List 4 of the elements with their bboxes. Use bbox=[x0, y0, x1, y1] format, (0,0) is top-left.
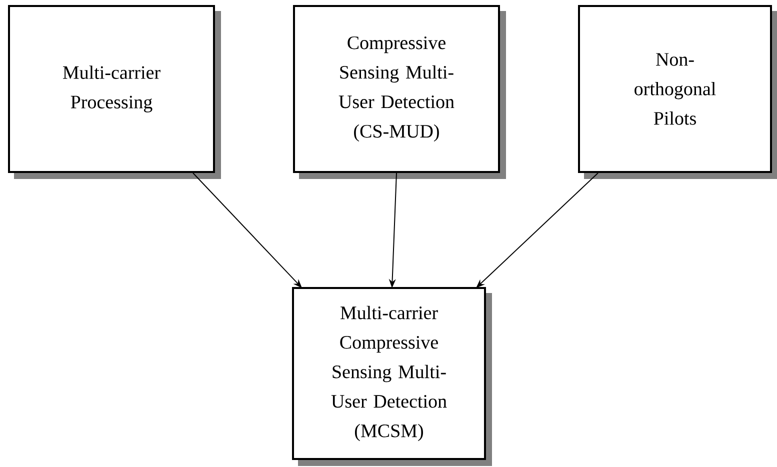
process-box: Compressive Sensing Multi-User Detection (CS-MUD) bbox=[293, 5, 506, 179]
process-box: Multi-carrier Compressive Sensing Multi-User Detection (MCSM) bbox=[292, 287, 492, 466]
process-box: Non-orthogonal Pilots bbox=[578, 5, 777, 179]
process-box: Multi-carrier Processing bbox=[8, 5, 221, 179]
